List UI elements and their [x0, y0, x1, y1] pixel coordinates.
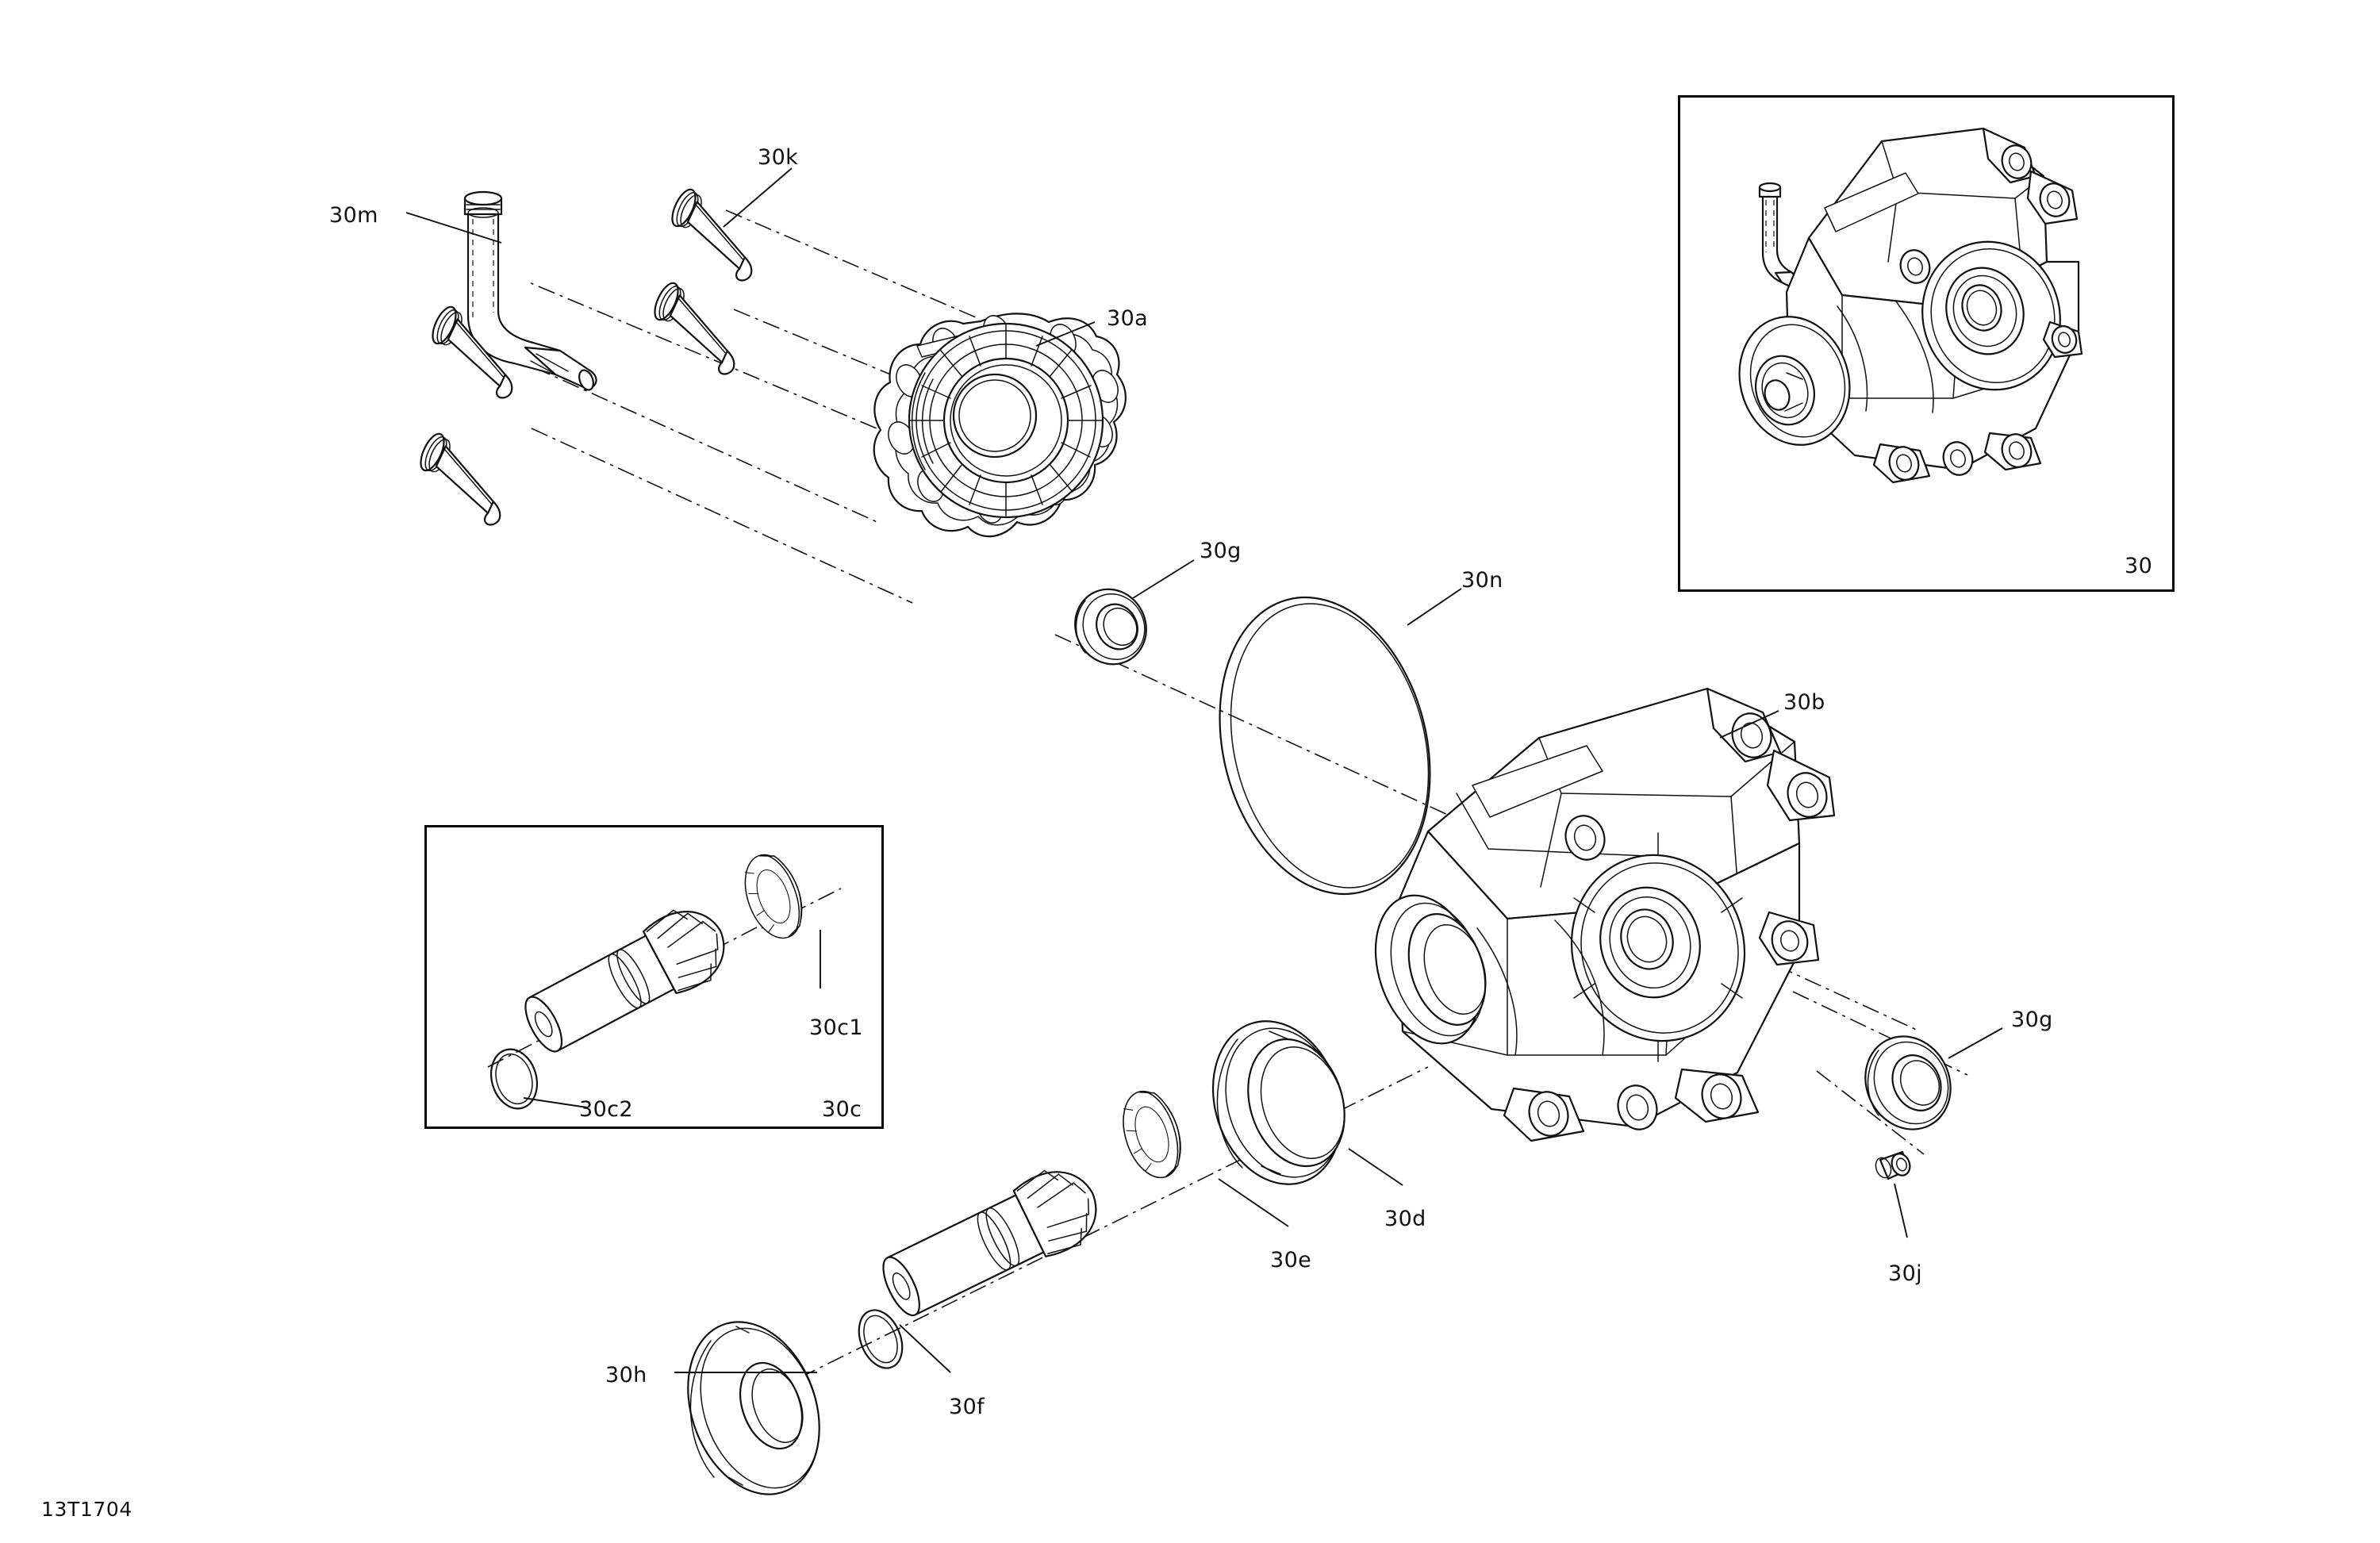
callout-label-30c1: 30c1 — [809, 1015, 863, 1040]
callout-label-30n: 30n — [1461, 568, 1503, 593]
part-30b-main-housing — [1374, 687, 1836, 1142]
part-30f-o-ring — [858, 1309, 904, 1369]
callout-label-30e: 30e — [1270, 1248, 1312, 1272]
part-30g-oil-seal-cover — [1074, 588, 1147, 666]
inset-label-30c: 30c — [822, 1097, 862, 1122]
bolt-4 — [405, 429, 523, 529]
callout-label-30f: 30f — [949, 1395, 985, 1419]
inset-assembly-contents — [1738, 127, 2083, 484]
part-30d-bearing-cup — [1211, 1020, 1345, 1185]
part-pinion-gear-lower — [882, 1169, 1097, 1317]
callout-label-30h: 30h — [605, 1363, 647, 1388]
callout-label-30k: 30k — [758, 145, 799, 170]
part-30h-seal-washer — [687, 1321, 820, 1495]
callout-label-30a: 30a — [1107, 306, 1149, 331]
part-30g-oil-seal-output — [1864, 1035, 1952, 1130]
bolt-2 — [639, 278, 757, 378]
callout-label-30g-output: 30g — [2011, 1008, 2053, 1032]
part-30e-lock-ring — [1112, 1083, 1192, 1186]
callout-label-30g-cover: 30g — [1200, 539, 1242, 563]
callout-label-30j: 30j — [1888, 1261, 1923, 1286]
mount-ears — [1503, 687, 1836, 1142]
part-30k-bolts — [405, 185, 774, 529]
inset-label-30: 30 — [2125, 554, 2153, 578]
part-30n-o-ring — [1219, 596, 1431, 896]
drawing-number: 13T1704 — [41, 1498, 132, 1521]
leader-lines — [405, 167, 2003, 1373]
callout-label-30m: 30m — [329, 203, 378, 228]
part-30a-cover-housing — [873, 313, 1127, 538]
callout-label-30d: 30d — [1384, 1207, 1426, 1231]
callout-label-30c2: 30c2 — [579, 1097, 633, 1122]
inset-pinion-contents — [490, 846, 813, 1110]
bolt-1 — [657, 185, 774, 285]
part-30j-plug — [1875, 1150, 1911, 1180]
callout-label-30b: 30b — [1783, 690, 1825, 715]
